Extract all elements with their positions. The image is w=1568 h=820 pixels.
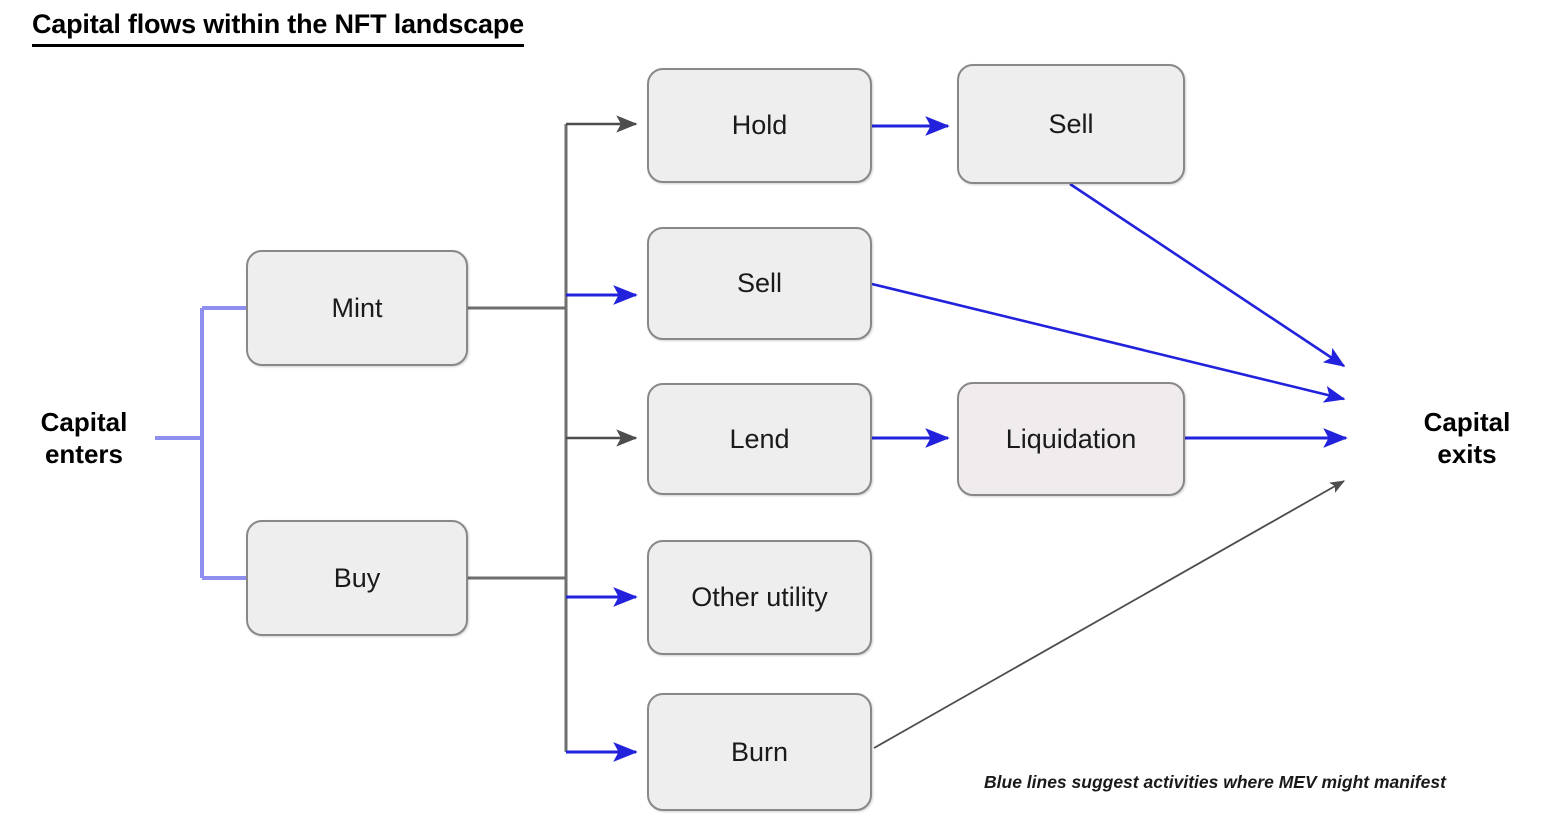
node-burn-label: Burn	[730, 736, 789, 767]
edge-sell-top-to-capital-exits	[1069, 182, 1346, 368]
capital-enters-line2: enters	[44, 439, 124, 469]
capital-enters-line1: Capital	[40, 407, 128, 438]
node-mint[interactable]: Mint	[246, 250, 468, 366]
node-sell-mid[interactable]: Sell	[647, 227, 872, 340]
node-other-utility[interactable]: Other utility	[647, 540, 872, 655]
edge-burn-to-capital-exits	[873, 480, 1345, 749]
node-buy[interactable]: Buy	[246, 520, 468, 636]
node-sell-top-label: Sell	[1048, 108, 1094, 139]
node-buy-label: Buy	[333, 562, 381, 593]
node-burn[interactable]: Burn	[647, 693, 872, 811]
capital-exits-line1: Capital	[1423, 407, 1511, 438]
edge-capital-enters-bracket	[155, 306, 246, 580]
node-sell-mid-label: Sell	[736, 268, 783, 298]
node-mint-label: Mint	[331, 292, 383, 323]
capital-enters-label: Capital enters	[14, 398, 154, 480]
node-liquidation-label: Liquidation	[1005, 423, 1137, 454]
node-hold[interactable]: Hold	[647, 68, 872, 183]
legend-caption: Blue lines suggest activities where MEV …	[984, 772, 1446, 792]
node-hold-label: Hold	[731, 110, 788, 140]
capital-exits-label: Capital exits	[1382, 398, 1552, 480]
capital-exits-line2: exits	[1437, 439, 1497, 469]
node-liquidation[interactable]: Liquidation	[957, 382, 1185, 496]
node-lend[interactable]: Lend	[647, 383, 872, 495]
node-lend-label: Lend	[729, 423, 790, 454]
node-sell-top[interactable]: Sell	[957, 64, 1185, 184]
node-other-utility-label: Other utility	[691, 582, 828, 612]
page-title: Capital flows within the NFT landscape	[32, 8, 524, 47]
